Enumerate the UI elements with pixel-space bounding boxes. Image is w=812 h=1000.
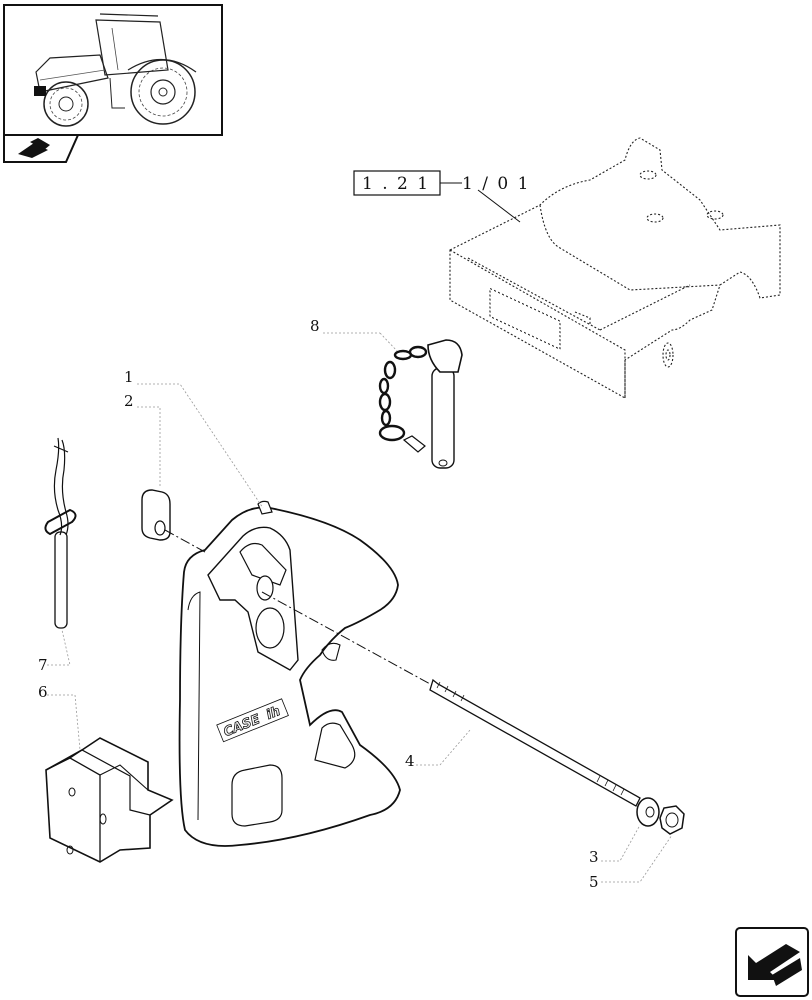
callout-numbers: 1 2 3 4 5 6 7 8 <box>38 317 599 891</box>
book-arrow-icon <box>18 138 50 158</box>
callout-7: 7 <box>38 656 48 674</box>
callout-1: 1 <box>124 368 134 386</box>
section-tab[interactable] <box>3 134 80 163</box>
callout-8: 8 <box>310 317 320 335</box>
reference-boxed-text: 1 . 2 1 <box>362 174 430 194</box>
callout-5: 5 <box>589 873 599 891</box>
leader-lines <box>47 383 673 883</box>
axis-line-upper <box>164 529 206 553</box>
axis-line-lower <box>261 591 433 686</box>
front-bracket-reference <box>449 137 781 399</box>
tractor-thumbnail[interactable] <box>3 4 223 136</box>
retaining-pin[interactable] <box>44 437 77 629</box>
rubber-plug[interactable] <box>141 489 171 541</box>
hex-nut[interactable] <box>659 805 685 835</box>
reference-label[interactable]: 1 . 2 1 1 / 0 1 <box>353 170 530 223</box>
long-bolt[interactable] <box>429 678 641 807</box>
callout-6: 6 <box>38 683 48 701</box>
prev-page-arrow-icon[interactable] <box>735 927 809 997</box>
callout-2: 2 <box>124 392 134 410</box>
callout-4: 4 <box>405 752 415 770</box>
lynch-pin-with-chain[interactable] <box>323 332 463 469</box>
callout-3: 3 <box>589 848 599 866</box>
reference-rest-text: 1 / 0 1 <box>462 174 530 194</box>
weight-bracket-block[interactable] <box>45 737 174 863</box>
washer[interactable] <box>636 797 660 827</box>
front-weight[interactable]: CASE ih <box>178 500 401 847</box>
logo-suffix: ih <box>264 704 282 723</box>
